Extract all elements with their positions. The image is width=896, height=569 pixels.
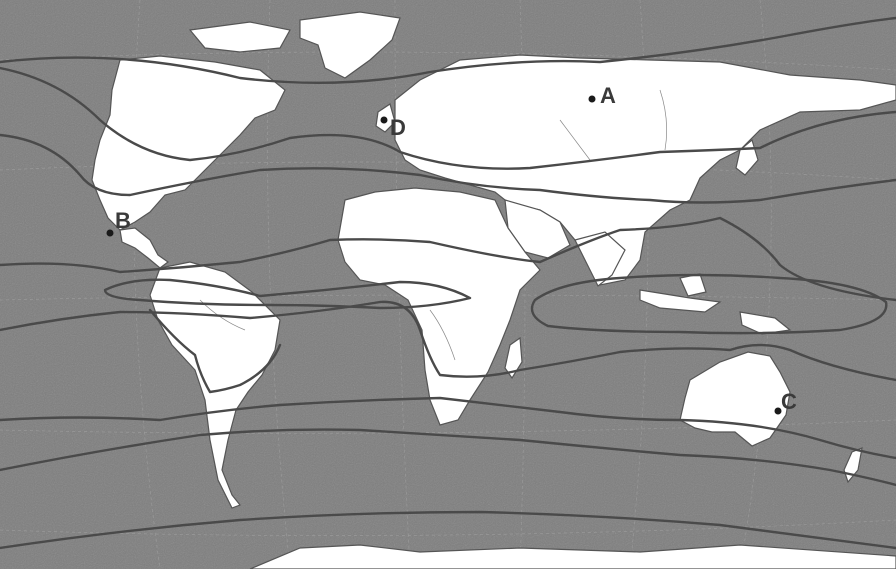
eurasia: [394, 54, 896, 286]
arctic-islands: [188, 21, 291, 53]
south-temperate-boundary-line: [0, 428, 896, 487]
point-c-label: C: [781, 389, 797, 414]
point-a-marker: [588, 95, 596, 103]
point-d-label: D: [390, 115, 406, 140]
tropic-boundary-line: [0, 216, 896, 302]
south-tropic-boundary-line: [0, 300, 896, 382]
longitude-labels: 0° 30° 60° 90° 120° 150°: [395, 557, 680, 565]
longitude-label: 90°: [585, 557, 596, 565]
longitude-label: 30°: [465, 557, 476, 565]
antarctic-boundary-line: [0, 510, 896, 550]
antarctica: [249, 544, 896, 569]
longitude-label: 120°: [625, 557, 640, 565]
longitude-label: 150°: [665, 557, 680, 565]
continents: [91, 11, 896, 569]
point-a-label: A: [600, 83, 616, 108]
south-subtropic-boundary-line: [0, 396, 896, 460]
indonesia: [639, 289, 722, 313]
greenland: [299, 11, 401, 79]
zone-boundaries: [0, 16, 896, 550]
point-b-marker: [106, 229, 114, 237]
arctic-boundary-line: [0, 16, 896, 84]
equatorial-loop-atlantic: [103, 278, 472, 310]
north-subtropic-boundary-line: [0, 133, 896, 204]
point-c-marker: [774, 407, 782, 415]
australia: [679, 351, 791, 447]
india: [574, 231, 626, 287]
central-america: [119, 227, 170, 269]
point-d-marker: [380, 116, 388, 124]
rivers: [199, 89, 667, 361]
north-america: [91, 55, 286, 231]
equatorial-loop-indian: [530, 273, 888, 335]
point-markers: A B C D: [106, 83, 797, 415]
point-b-label: B: [115, 208, 131, 233]
longitude-label: 0°: [395, 557, 402, 565]
south-america-equator-line: [148, 308, 282, 394]
north-temperate-boundary-line: [0, 66, 896, 170]
longitude-label: 60°: [525, 557, 536, 565]
